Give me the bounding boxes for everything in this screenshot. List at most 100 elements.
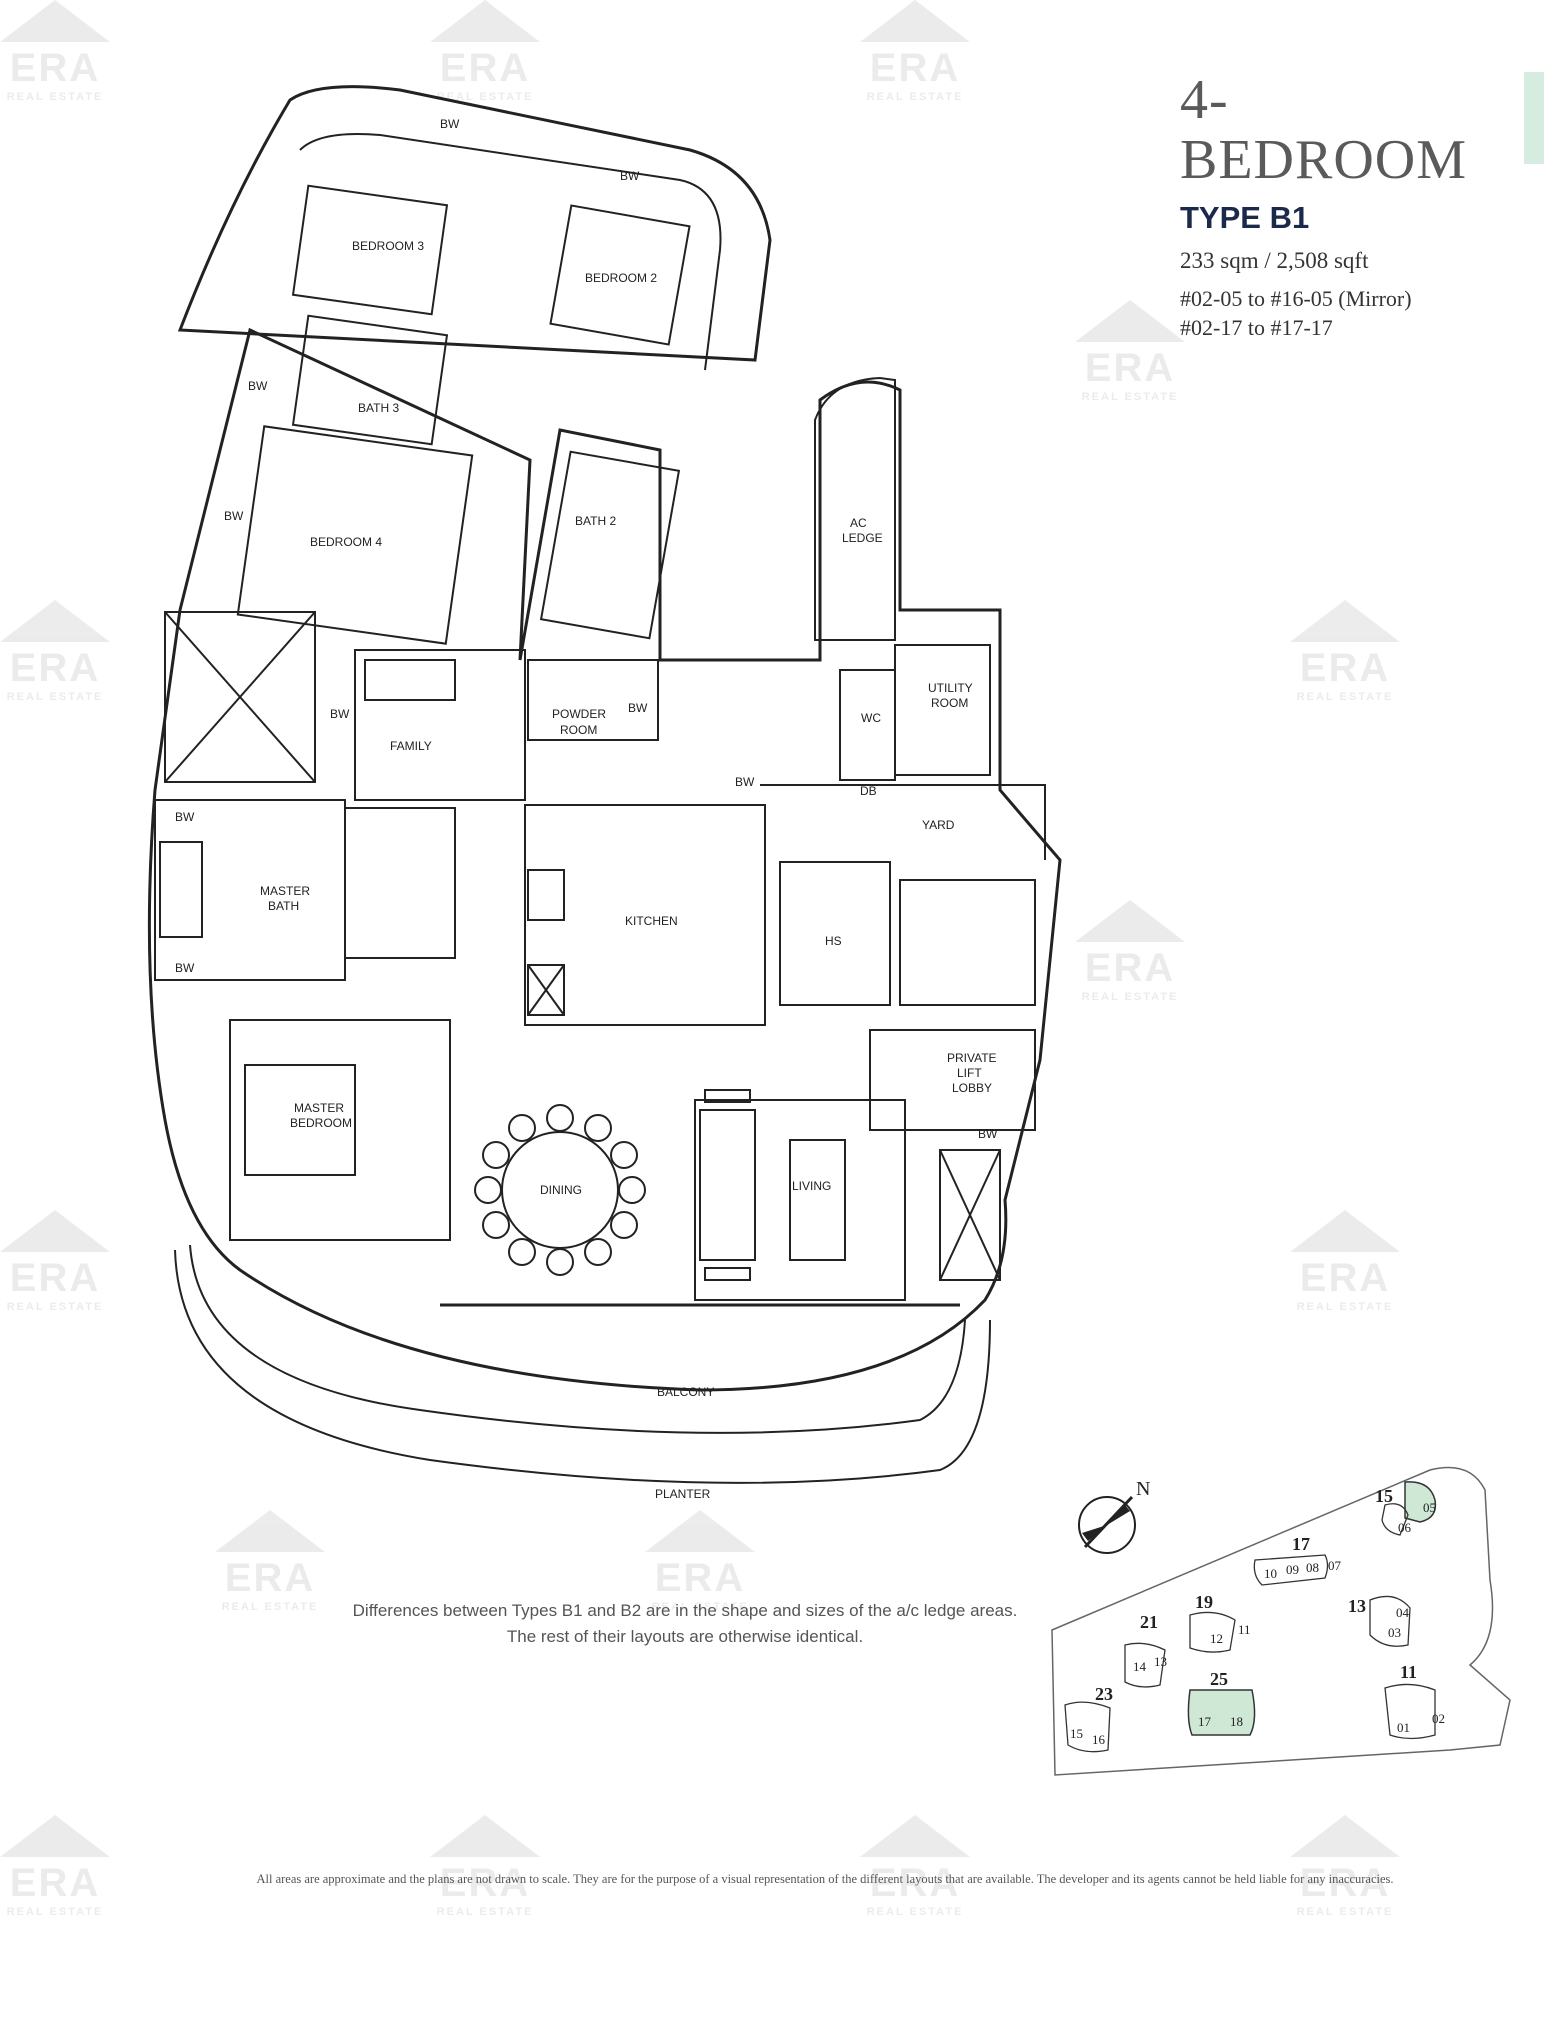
- living-label: LIVING: [792, 1179, 831, 1193]
- wc-outline: [839, 669, 896, 781]
- dining-chairs: [474, 1104, 646, 1276]
- block-label: 17: [1292, 1534, 1310, 1554]
- bw-label: BW: [175, 961, 195, 975]
- utility-label-2: ROOM: [931, 696, 968, 710]
- hs-outline: [779, 861, 891, 1006]
- accent-bar: [1524, 72, 1544, 164]
- unit-label: 12: [1210, 1631, 1223, 1646]
- bedroom-4-outline: [236, 425, 474, 645]
- coffee-table: [789, 1139, 846, 1261]
- bath-3-label: BATH 3: [358, 401, 399, 415]
- bw-label: BW: [224, 509, 244, 523]
- unit-label: 13: [1154, 1654, 1167, 1669]
- unit-type: TYPE B1: [1180, 200, 1310, 235]
- lift-core: [899, 879, 1036, 1006]
- bedroom-4-label: BEDROOM 4: [310, 535, 382, 549]
- unit-label: 07: [1328, 1558, 1342, 1573]
- unit-label: 16: [1092, 1732, 1106, 1747]
- unit-numbers: #02-05 to #16-05 (Mirror) #02-17 to #17-…: [1180, 284, 1510, 342]
- powder-room-outline: [527, 659, 659, 741]
- bw-label: BW: [620, 169, 640, 183]
- side-table: [704, 1089, 751, 1103]
- bath-2-label: BATH 2: [575, 514, 616, 528]
- unit-number-line: #02-17 to #17-17: [1180, 315, 1333, 340]
- block-label: 13: [1348, 1596, 1366, 1616]
- side-table: [704, 1267, 751, 1281]
- bedroom-2-label: BEDROOM 2: [585, 271, 657, 285]
- unit-header: 4-BEDROOM TYPE B1 233 sqm / 2,508 sqft #…: [1180, 70, 1510, 342]
- unit-title: 4-BEDROOM: [1180, 69, 1468, 191]
- yard-outline: [760, 784, 1046, 860]
- site-key-plan: 15 17 13 19 21 11 25 23 05 06 10 09 08 0…: [1051, 1466, 1511, 1776]
- block-label: 11: [1400, 1662, 1417, 1682]
- master-bath-label-1: MASTER: [260, 884, 310, 898]
- walk-in-wardrobe: [344, 807, 456, 959]
- balcony-edge: [189, 1244, 966, 1434]
- lift-lobby-label-3: LOBBY: [952, 1081, 992, 1095]
- unit-label: 08: [1306, 1560, 1319, 1575]
- kitchen-outline: [524, 804, 766, 1026]
- powder-room-label-2: ROOM: [560, 723, 597, 737]
- unit-label: 18: [1230, 1714, 1243, 1729]
- sofa: [699, 1109, 756, 1261]
- master-bath-label-2: BATH: [268, 899, 299, 913]
- family-sofa: [364, 659, 456, 701]
- highlighted-unit-05: [1404, 1481, 1437, 1523]
- type-difference-note: Differences between Types B1 and B2 are …: [250, 1598, 1120, 1650]
- bw-label: BW: [978, 1127, 998, 1141]
- note-line: Differences between Types B1 and B2 are …: [352, 1601, 1018, 1620]
- bath-2-outline: [539, 450, 681, 640]
- kitchen-appliance: [527, 964, 565, 1016]
- void-right: [939, 1149, 1001, 1281]
- upper-wing-outer: [177, 85, 772, 362]
- master-bedroom-outline: [229, 1019, 451, 1241]
- bw-label: BW: [330, 707, 350, 721]
- utility-label-1: UTILITY: [928, 681, 973, 695]
- unit-label: 09: [1286, 1562, 1299, 1577]
- yard-label: YARD: [922, 818, 955, 832]
- unit-label: 01: [1397, 1720, 1410, 1735]
- fridge: [527, 869, 565, 921]
- block-label: 21: [1140, 1612, 1158, 1632]
- bw-label: BW: [248, 379, 268, 393]
- highlighted-block-25: [1187, 1689, 1256, 1736]
- bw-label: BW: [735, 775, 755, 789]
- master-bedroom-label-1: MASTER: [294, 1101, 344, 1115]
- unit-label: 14: [1133, 1659, 1147, 1674]
- ac-ledge-label-1: AC: [850, 516, 867, 530]
- unit-label: 04: [1396, 1605, 1410, 1620]
- unit-label: 05: [1423, 1500, 1436, 1515]
- north-compass-icon: N: [1078, 1478, 1150, 1554]
- unit-label: 15: [1070, 1726, 1083, 1741]
- note-line: The rest of their layouts are otherwise …: [506, 1627, 864, 1646]
- living-outline: [694, 1099, 906, 1301]
- unit-label: 03: [1388, 1625, 1401, 1640]
- lift-lobby-label-2: LIFT: [957, 1066, 982, 1080]
- unit-area: 233 sqm / 2,508 sqft: [1180, 248, 1369, 273]
- kitchen-label: KITCHEN: [625, 914, 678, 928]
- block-label: 25: [1210, 1669, 1228, 1689]
- block-label: 23: [1095, 1684, 1113, 1704]
- unit-label: 11: [1238, 1622, 1251, 1637]
- unit-label: 10: [1264, 1566, 1277, 1581]
- unit-number-line: #02-05 to #16-05 (Mirror): [1180, 286, 1412, 311]
- unit-label: 06: [1398, 1520, 1412, 1535]
- block-label: 19: [1195, 1592, 1213, 1612]
- planter-edge: [174, 1249, 991, 1484]
- disclaimer: All areas are approximate and the plans …: [256, 1872, 1394, 1886]
- bedroom-2-outline: [549, 204, 691, 346]
- bw-label: BW: [628, 701, 648, 715]
- block-label: 15: [1375, 1486, 1393, 1506]
- family-label: FAMILY: [390, 739, 432, 753]
- powder-room-label-1: POWDER: [552, 707, 606, 721]
- upper-wing-inner: [299, 133, 722, 371]
- ac-ledge-label-2: LEDGE: [842, 531, 883, 545]
- dining-label: DINING: [540, 1183, 582, 1197]
- planter-label: PLANTER: [655, 1487, 711, 1501]
- hs-label: HS: [825, 934, 842, 948]
- bath-3-outline: [291, 314, 449, 446]
- db-label: DB: [860, 784, 877, 798]
- lift-lobby-label-1: PRIVATE: [947, 1051, 997, 1065]
- main-outer-wall: [147, 327, 1062, 1392]
- unit-label: 17: [1198, 1714, 1212, 1729]
